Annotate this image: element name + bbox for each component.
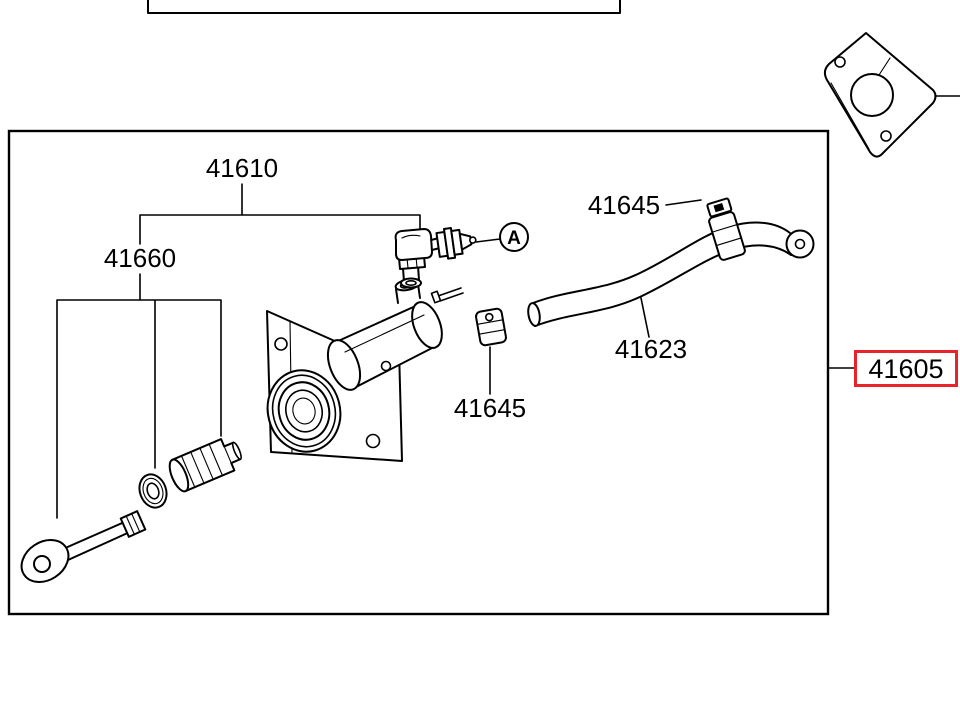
switch-body xyxy=(435,227,477,260)
washer xyxy=(138,473,168,509)
seal-ring xyxy=(266,369,342,453)
callout-line xyxy=(56,273,222,519)
part-label-41645-hose[interactable]: 41645 xyxy=(588,190,660,220)
view-marker-a[interactable]: A xyxy=(475,222,529,252)
part-label-41610[interactable]: 41610 xyxy=(206,153,278,183)
marker-label: A xyxy=(507,228,521,249)
clutch-hose: 41623 xyxy=(527,221,815,364)
callout-41660: 41660 xyxy=(56,243,222,519)
master-cylinder-assembly xyxy=(266,278,443,462)
part-label-41660[interactable]: 41660 xyxy=(104,243,176,273)
part-label-41645-bracket[interactable]: 41645 xyxy=(454,393,526,423)
marker-circle xyxy=(499,222,529,252)
highlight-box xyxy=(854,350,958,387)
flange-bolt-hole xyxy=(380,360,392,372)
boot-bellows xyxy=(168,438,242,493)
hose-bracket: 41645 xyxy=(454,307,526,423)
callout-line xyxy=(665,199,702,206)
flange-bolt-hole xyxy=(274,337,288,351)
highlighted-callout-41605[interactable]: 41605 xyxy=(828,350,958,387)
elbow-fitting xyxy=(394,227,477,289)
pushrod-eyelet-hole xyxy=(33,555,51,573)
hose-clamp: 41645 xyxy=(588,190,746,261)
clip-pin xyxy=(430,287,464,304)
callout-line xyxy=(640,297,650,338)
diagram-frame xyxy=(7,129,830,616)
hose-end-fitting xyxy=(785,229,815,259)
part-label-41623[interactable]: 41623 xyxy=(615,334,687,364)
flange-bolt-hole xyxy=(365,433,381,449)
adjacent-panel-edge xyxy=(147,0,621,14)
gasket-bolt-hole xyxy=(880,130,892,142)
marker-leader-line xyxy=(475,238,501,243)
pushrod xyxy=(20,510,147,583)
gasket-center-hole xyxy=(850,73,894,117)
gasket-bolt-hole xyxy=(834,56,846,68)
part-label-41605[interactable]: 41605 xyxy=(868,354,943,384)
callout-line xyxy=(139,183,421,249)
hose-cut-end xyxy=(527,302,541,327)
callout-41610: 41610 xyxy=(139,153,421,249)
gasket-plate xyxy=(823,32,960,158)
